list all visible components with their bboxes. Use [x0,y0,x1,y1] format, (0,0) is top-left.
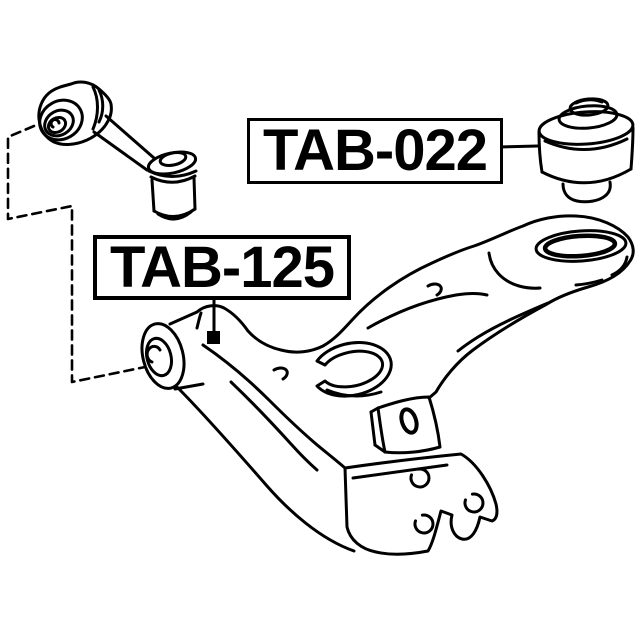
leader-line-tab022 [495,144,540,149]
arm-leg-flange-line [229,380,319,472]
small-bushing-body-right [192,176,197,211]
boss-thickness-arc2 [574,278,604,287]
leader-endpoint-square [207,331,220,344]
arm-oval-hole-right [426,282,443,297]
arm-flange-line-upper [366,292,489,330]
rod-with-bushings [37,80,198,221]
small-bushing-body-left [150,178,156,213]
arm-neck-contour [487,251,542,290]
rod-shaft-lower-edge [92,130,149,172]
ball-joint-hole-inner [542,233,618,259]
stabilizer-c-ring-lip [325,388,383,398]
bushing022-mid-ring [557,104,619,130]
tab-outline [376,395,442,455]
bushing022-rim-lower-arc [543,137,629,151]
arm-leg-upper-edge [201,343,347,470]
tab-oval-hole [399,407,419,435]
dashed-alignment-line [6,124,147,384]
bracket-outline [343,452,499,556]
arm-front-bushing-face [140,322,186,390]
rod-shaft-upper-edge [104,114,156,160]
tab-bevel-3 [373,443,387,454]
small-bushing-neck-ring [147,169,198,178]
bushing022-body-right [629,126,635,171]
big-bushing-ring-mid [43,108,75,138]
bracket-top-inner-line [351,463,449,480]
small-bushing-sleeve [158,151,188,167]
boss-thickness-arc1 [610,255,629,277]
tab-bevel-1 [369,410,377,447]
arm-upper-outline [195,214,635,400]
bushing022-bottom [540,167,633,185]
control-arm [140,214,635,556]
part-label-tab-125: TAB-125 [93,235,351,300]
big-bushing-outline [37,80,113,146]
bracket-hole-3 [463,492,485,514]
arm-oval-hole-left [272,366,289,381]
bushing022-body-left [537,130,544,174]
part-label-tab-022-text: TAB-022 [263,118,488,183]
big-bushing-center-hook [49,118,61,129]
small-bushing-bottom-lip [156,210,193,221]
arm-front-bushing-hook [145,344,162,364]
bushing022-foot [561,180,612,204]
arm-bushing-022 [537,97,635,204]
big-bushing-endcap-line [97,88,105,124]
stabilizer-c-ring [315,341,393,398]
bushing022-sleeve-top [574,98,604,105]
tab-bevel-2 [369,406,380,414]
part-label-tab-022: TAB-022 [247,118,503,184]
ball-joint-hole-outer [534,229,628,263]
big-bushing-ring-outer [38,98,84,142]
small-bushing-neck-ring2 [149,174,197,184]
bracket-hole-2 [413,513,435,535]
arm-housing-inner-line [195,311,203,330]
arm-front-bushing-top [168,310,199,326]
big-bushing-endcap-line2 [91,85,99,131]
arm-leg-lower-edge [175,385,356,553]
part-label-tab-125-text: TAB-125 [110,234,335,300]
bracket-hole-1 [409,467,431,489]
arm-flange-line-bend [456,301,550,353]
